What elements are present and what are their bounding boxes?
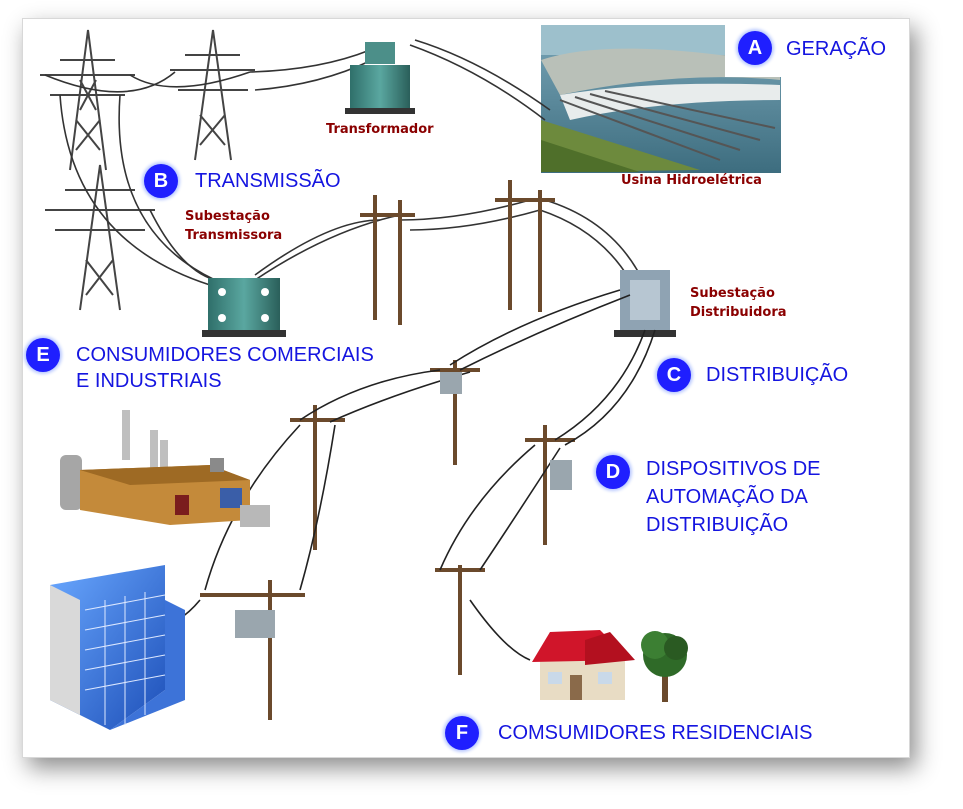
transmission-tower-3 (45, 164, 155, 311)
badge-d: D (596, 455, 630, 489)
commercial-building (50, 565, 185, 730)
label-transformador: Transformador (326, 122, 434, 137)
tree (641, 631, 688, 702)
label-subestacao-distribuidora-1: Subestação (690, 286, 775, 301)
badge-e: E (26, 338, 60, 372)
label-subestacao-distribuidora-2: Distribuidora (690, 305, 787, 320)
badge-a: A (738, 31, 772, 65)
label-geracao: GERAÇÃO (786, 38, 887, 60)
label-subestacao-transmissora-1: Subestação (185, 209, 270, 224)
label-dispositivos-2: AUTOMAÇÃO DA (646, 486, 808, 508)
transmission-tower-1 (40, 29, 135, 171)
transmission-tower-2 (170, 29, 255, 161)
industrial-factory (60, 410, 270, 527)
residential-house (532, 630, 635, 700)
automation-device-2 (550, 460, 572, 490)
badge-f: F (445, 716, 479, 750)
label-distribuicao: DISTRIBUIÇÃO (706, 364, 849, 386)
label-dispositivos-1: DISPOSITIVOS DE (646, 458, 821, 480)
label-comerciais-1: CONSUMIDORES COMERCIAIS (76, 344, 374, 366)
substation-transmission (202, 278, 286, 337)
label-subestacao-transmissora-2: Transmissora (185, 228, 283, 243)
transmission-wires (44, 39, 641, 286)
label-dispositivos-3: DISTRIBUIÇÃO (646, 514, 789, 536)
label-transmissao: TRANSMISSÃO (195, 170, 341, 192)
badge-b: B (144, 164, 178, 198)
utility-poles (200, 180, 575, 720)
badge-c: C (657, 358, 691, 392)
pole-transformer (235, 610, 275, 638)
label-usina: Usina Hidroelétrica (621, 173, 762, 188)
label-comerciais-2: E INDUSTRIAIS (76, 370, 222, 392)
transformer-top (345, 42, 415, 114)
automation-device-1 (440, 372, 462, 394)
distribution-wires (149, 289, 656, 661)
substation-distribution (614, 270, 676, 337)
label-residenciais: COMSUMIDORES RESIDENCIAIS (498, 722, 813, 744)
